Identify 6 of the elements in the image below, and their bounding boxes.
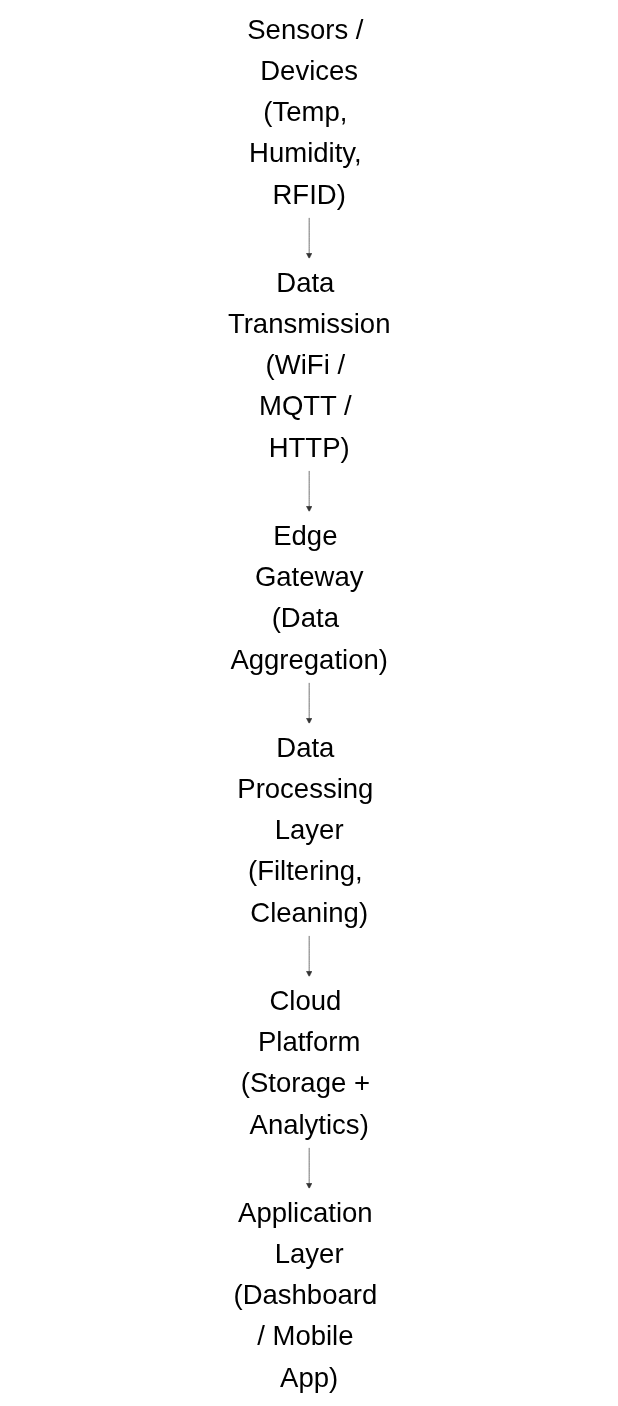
node-text: Edge Gateway (Data Aggregation)	[230, 520, 388, 675]
node-text: Data Transmission (WiFi / MQTT / HTTP)	[227, 266, 391, 463]
node-text: Data Processing Layer (Filtering, Cleaning)	[237, 731, 374, 928]
node-text: Application Layer (Dashboard / Mobile App)	[233, 1196, 378, 1393]
node-text: Sensors / Devices (Temp, Humidity, RFID)	[247, 13, 364, 210]
node-text: Cloud Platform (Storage + Analytics)	[240, 985, 370, 1140]
